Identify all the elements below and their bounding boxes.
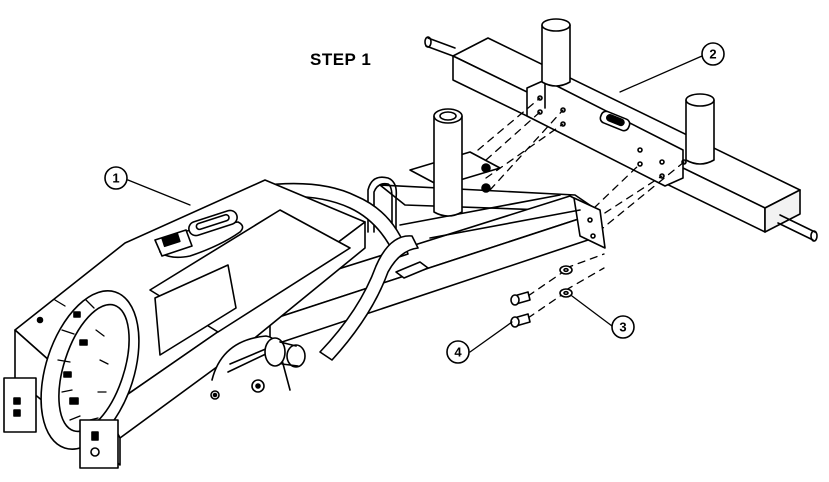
callout-1: 1 <box>104 166 128 190</box>
alignment-guides <box>477 97 685 319</box>
callout-1-label: 1 <box>112 171 119 186</box>
callout-3: 3 <box>611 315 635 339</box>
callout-4-label: 4 <box>454 345 462 360</box>
wheel <box>40 290 140 450</box>
callout-2: 2 <box>701 42 725 66</box>
callout-leaders <box>127 55 703 353</box>
frame-part <box>239 108 606 361</box>
washer-part <box>559 265 573 298</box>
callout-4: 4 <box>446 340 470 364</box>
front-foot <box>3 377 119 469</box>
bolt-part <box>510 291 531 328</box>
callout-3-label: 3 <box>619 320 626 335</box>
step-title: STEP 1 <box>310 50 372 69</box>
crossbar-part <box>424 18 818 242</box>
callout-2-label: 2 <box>709 47 716 62</box>
